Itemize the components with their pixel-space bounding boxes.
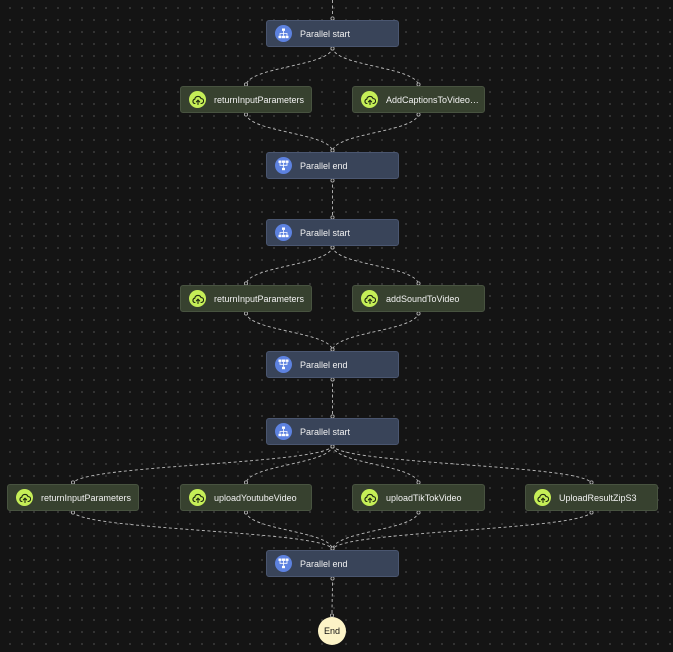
task-node-return-input-parameters-3[interactable]: returnInputParameters <box>7 484 139 511</box>
lambda-upload-icon <box>189 91 206 108</box>
task-node-return-input-parameters-1[interactable]: returnInputParameters <box>180 86 312 113</box>
node-label: Parallel end <box>300 359 348 370</box>
lambda-upload-icon <box>534 489 551 506</box>
parallel-end-node-3[interactable]: Parallel end <box>266 550 399 577</box>
node-label: returnInputParameters <box>214 293 305 304</box>
lambda-upload-icon <box>361 489 378 506</box>
edge-connector <box>332 245 419 286</box>
edge-port <box>243 112 248 117</box>
edge-port <box>243 311 248 316</box>
edge-connector <box>245 46 333 87</box>
edge-port <box>330 377 335 382</box>
node-label: returnInputParameters <box>214 94 305 105</box>
lambda-upload-icon <box>361 91 378 108</box>
edge-port <box>330 245 335 250</box>
node-label: uploadTikTokVideo <box>386 492 462 503</box>
edge-port <box>243 510 248 515</box>
task-node-return-input-parameters-2[interactable]: returnInputParameters <box>180 285 312 312</box>
lambda-upload-icon <box>189 290 206 307</box>
task-node-upload-result-zip-s3[interactable]: UploadResultZipS3 <box>525 484 658 511</box>
edge-connector <box>332 510 419 551</box>
node-label: UploadResultZipS3 <box>559 492 637 503</box>
fork-icon <box>275 224 292 241</box>
parallel-end-node-2[interactable]: Parallel end <box>266 351 399 378</box>
edge-connector <box>332 444 419 485</box>
fork-icon <box>275 423 292 440</box>
lambda-upload-icon <box>16 489 33 506</box>
edge-connector <box>245 311 333 352</box>
task-node-add-captions-to-video[interactable]: AddCaptionsToVideoM... <box>352 86 485 113</box>
parallel-start-node-3[interactable]: Parallel start <box>266 418 399 445</box>
edge-connector <box>332 444 592 485</box>
node-label: Parallel start <box>300 227 351 238</box>
edge-port <box>416 510 421 515</box>
node-label: Parallel end <box>300 160 348 171</box>
lambda-upload-icon <box>189 489 206 506</box>
end-node[interactable]: End <box>318 617 346 645</box>
edge-connector <box>331 576 333 618</box>
fork-icon <box>275 25 292 42</box>
node-label: addSoundToVideo <box>386 293 460 304</box>
merge-icon <box>275 555 292 572</box>
edge-connector <box>245 510 333 551</box>
parallel-start-node-2[interactable]: Parallel start <box>266 219 399 246</box>
parallel-end-node-1[interactable]: Parallel end <box>266 152 399 179</box>
task-node-upload-tiktok-video[interactable]: uploadTikTokVideo <box>352 484 485 511</box>
merge-icon <box>275 356 292 373</box>
task-node-add-sound-to-video[interactable]: addSoundToVideo <box>352 285 485 312</box>
edge-connector <box>245 245 333 286</box>
node-label: uploadYoutubeVideo <box>214 492 297 503</box>
edge-connector <box>332 46 419 87</box>
task-node-upload-youtube-video[interactable]: uploadYoutubeVideo <box>180 484 312 511</box>
node-label: Parallel start <box>300 28 351 39</box>
edge-connector <box>72 444 333 485</box>
edge-connector <box>245 112 333 153</box>
edge-connector <box>332 112 419 153</box>
lambda-upload-icon <box>361 290 378 307</box>
node-label: Parallel start <box>300 426 351 437</box>
node-label: Parallel end <box>300 558 348 569</box>
node-label: AddCaptionsToVideoM... <box>386 94 484 105</box>
edge-port <box>71 510 76 515</box>
edge-port <box>330 576 335 581</box>
edge-port <box>416 112 421 117</box>
edge-connector <box>332 510 592 551</box>
parallel-start-node-1[interactable]: Parallel start <box>266 20 399 47</box>
edge-connector <box>332 311 419 352</box>
edge-connector <box>245 444 333 485</box>
edge-port <box>330 178 335 183</box>
node-label: returnInputParameters <box>41 492 132 503</box>
edge-port <box>589 510 594 515</box>
merge-icon <box>275 157 292 174</box>
edge-connector <box>72 510 333 551</box>
edge-port <box>330 444 335 449</box>
edge-port <box>416 311 421 316</box>
edge-port <box>330 46 335 51</box>
